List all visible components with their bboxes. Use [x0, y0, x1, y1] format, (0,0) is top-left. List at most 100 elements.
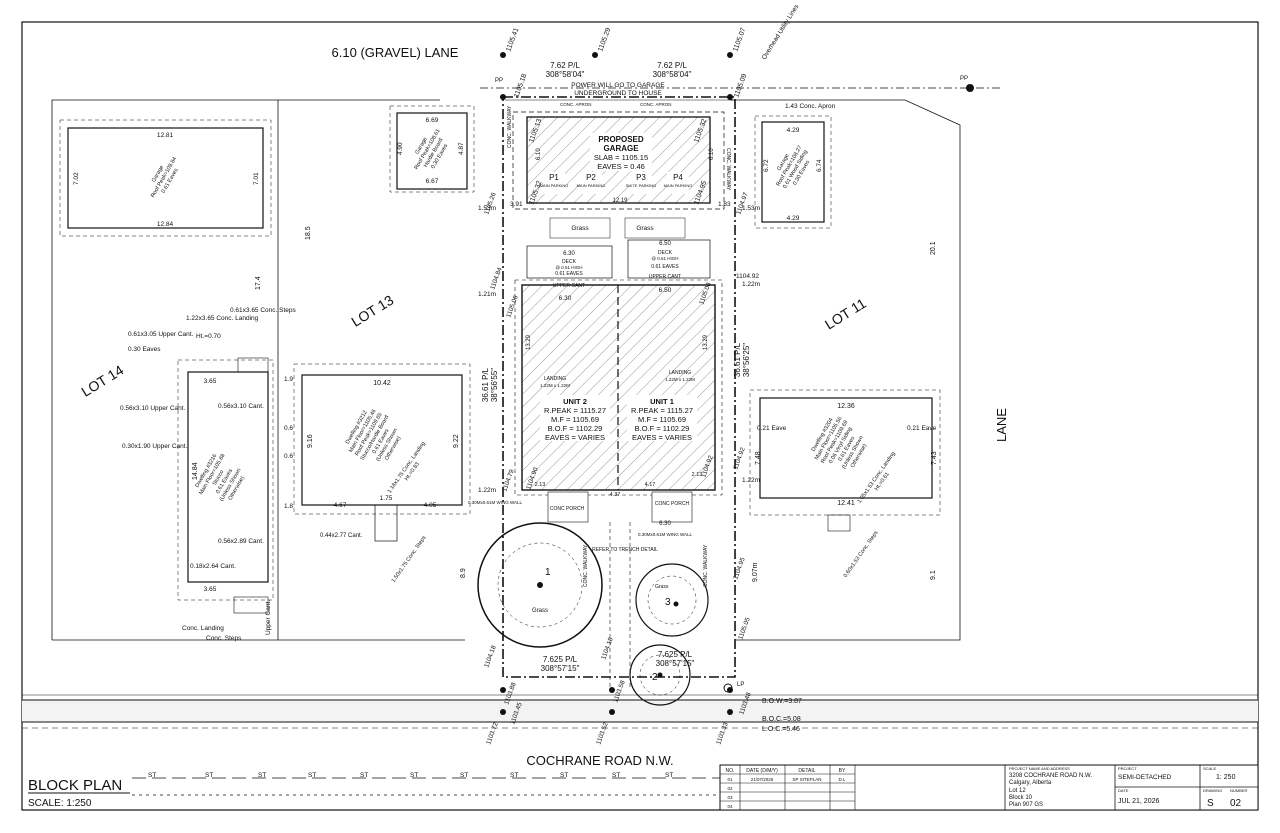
- rev-col-by: BY: [839, 768, 846, 774]
- side-bearing-right: 38°56'25": [742, 343, 751, 377]
- dwelling-3216: [187, 371, 269, 583]
- deck-left-width: 6.30: [563, 251, 575, 257]
- front-walkway-left: CONC. WALKWAY: [583, 544, 589, 587]
- pp-label-left: PP: [495, 78, 503, 84]
- st-label: ST: [148, 772, 156, 779]
- d3212-side-4: 1.8: [284, 503, 293, 510]
- front-setback-left: 2.13: [535, 482, 546, 488]
- garage-title-1: PROPOSED: [598, 135, 644, 144]
- deck-right-height: @ 0.51 HIGH: [651, 256, 678, 261]
- lot11-garage-top: 4.29: [787, 127, 800, 134]
- address-1: 3208 COCHRANE ROAD N.W.: [1009, 773, 1092, 779]
- lot14-garage-right: 7.01: [253, 172, 260, 185]
- side-pl-left: 36.61 P/L: [481, 367, 490, 402]
- d3212-side-3: 0.6: [284, 453, 293, 460]
- garage-depth-dim: 6.10: [536, 148, 542, 160]
- stall-p3-label: SUITE PARKING: [626, 183, 657, 188]
- rev-1-by: D.L: [838, 777, 846, 782]
- wing-wall-right: 0.30Mx0.61M WING WALL: [638, 532, 693, 537]
- d3216-note-8: 0.56x2.89 Cant.: [218, 538, 264, 545]
- rev-2-no: 02: [727, 786, 733, 791]
- gap-left: 3.91: [510, 201, 523, 208]
- lot-front-right: 9.07m: [752, 562, 759, 582]
- d3212-bottom-left: 4.67: [334, 502, 347, 509]
- st-label: ST: [205, 772, 213, 779]
- porch-left-label: CONC PORCH: [550, 506, 585, 512]
- lane-top-label: 6.10 (GRAVEL) LANE: [332, 45, 459, 60]
- parking-stalls: P1 MAIN PARKING P2 MAIN PARKING P3 SUITE…: [540, 172, 693, 194]
- scale-label: SCALE: [1203, 766, 1216, 771]
- garage-walkway-right: CONC. WALKWAY: [725, 148, 731, 191]
- loc-note: L.O.C.=5.46: [762, 726, 800, 733]
- d3216-top: 3.65: [204, 378, 217, 385]
- d3212-step: 1.75: [380, 495, 393, 502]
- front-pl-right: 7.625 P/L: [658, 650, 693, 659]
- tree-2-label: 2: [652, 672, 658, 683]
- deck-right-label: DECK: [658, 250, 673, 256]
- lot13-depth: 18.5: [305, 226, 312, 240]
- stall-p1: P1: [549, 173, 559, 182]
- unit1-landing: LANDING: [669, 370, 691, 376]
- st-label: ST: [460, 772, 468, 779]
- porch-left: [547, 491, 589, 523]
- stall-p4-label: MAIN PARKING: [664, 183, 693, 188]
- deck-left-height: @ 0.51 HIGH: [555, 265, 582, 270]
- unit2-landing: LANDING: [544, 376, 566, 382]
- unit1-name: UNIT 1: [650, 397, 674, 406]
- stall-p4: P4: [673, 173, 683, 182]
- rev-1-no: 01: [727, 777, 733, 782]
- deck-left-label: DECK: [562, 259, 577, 265]
- d3212-width: 10.42: [373, 380, 391, 387]
- unit1-rpeak: R.PEAK = 1115.27: [631, 406, 693, 415]
- d3216-note-12: Upper Cant.: [265, 600, 272, 635]
- setback-side-left: 1.21m: [478, 291, 496, 298]
- tree-3-label: 3: [665, 597, 671, 608]
- unit2-eaves: EAVES = VARIES: [545, 433, 605, 442]
- wing-wall-left: 0.30Mx0.61M WING WALL: [468, 500, 523, 505]
- lp-label: LP: [737, 682, 744, 688]
- st-label: ST: [258, 772, 266, 779]
- d3216-note-7: 0.56x3.10 Cant.: [218, 403, 264, 410]
- unit2-rpeak: R.PEAK = 1115.27: [544, 406, 606, 415]
- lane-right-label: LANE: [994, 408, 1009, 442]
- address-4: Block 10: [1009, 795, 1033, 801]
- lot11-boundary: [730, 99, 961, 641]
- plan-title: BLOCK PLAN: [28, 777, 122, 794]
- d3216-note-0: 1.22x3.65 Conc. Landing: [186, 315, 259, 322]
- front-walkway-right: CONC. WALKWAY: [703, 544, 709, 587]
- lot14-garage-left: 7.02: [73, 172, 80, 185]
- project-type: SEMI-DETACHED: [1118, 774, 1172, 781]
- lot11-garage-right: 6.74: [816, 159, 823, 172]
- tree-1-icon: [477, 522, 603, 648]
- drawing-label: DRAWING: [1203, 788, 1222, 793]
- unit1-mf: M.F = 1105.69: [638, 415, 686, 424]
- setback-front-right: 1.22m: [742, 477, 760, 484]
- sheet-number: 02: [1230, 798, 1242, 809]
- date-label: DATE: [1118, 788, 1129, 793]
- stall-p2: P2: [586, 173, 596, 182]
- tree-1-label: 1: [545, 567, 551, 578]
- project-type-label: PROJECT: [1118, 766, 1137, 771]
- power-note-2: UNDERGROUND TO HOUSE: [574, 90, 662, 97]
- number-label: NUMBER: [1230, 788, 1247, 793]
- d3216-notes: 1.22x3.65 Conc. Landing Ht.=0.70 0.61x3.…: [120, 307, 297, 642]
- d3216-depth: 14.84: [192, 462, 199, 480]
- refer-note: REFER TO TRENCH DETAIL: [592, 547, 658, 553]
- tree-3-icon: [635, 563, 709, 637]
- st-label: ST: [560, 772, 568, 779]
- front-bearing-right: 308°57'15": [656, 659, 695, 668]
- lot11-garage-apron: 1.43 Conc. Apron: [785, 103, 836, 110]
- address-2: Calgary, Alberta: [1009, 780, 1052, 786]
- unit1-eaves: EAVES = VARIES: [632, 433, 692, 442]
- d3216-note-4: 0.30 Eaves: [128, 346, 161, 353]
- d3212-bottom-right: 4.05: [424, 502, 437, 509]
- house-depth-left: 13.29: [526, 334, 532, 350]
- d3204-width: 12.36: [837, 403, 855, 410]
- lot13-garage-bottom: 6.67: [426, 178, 439, 185]
- d3216-note-5: 0.56x3.10 Upper Cant.: [120, 405, 186, 412]
- unit2-landing-size: 1.22M x 1.22M: [540, 383, 570, 388]
- d3204-side-right: 7.43: [931, 451, 938, 465]
- unit2-width: 6.30: [559, 295, 572, 302]
- deck-left: [526, 245, 613, 279]
